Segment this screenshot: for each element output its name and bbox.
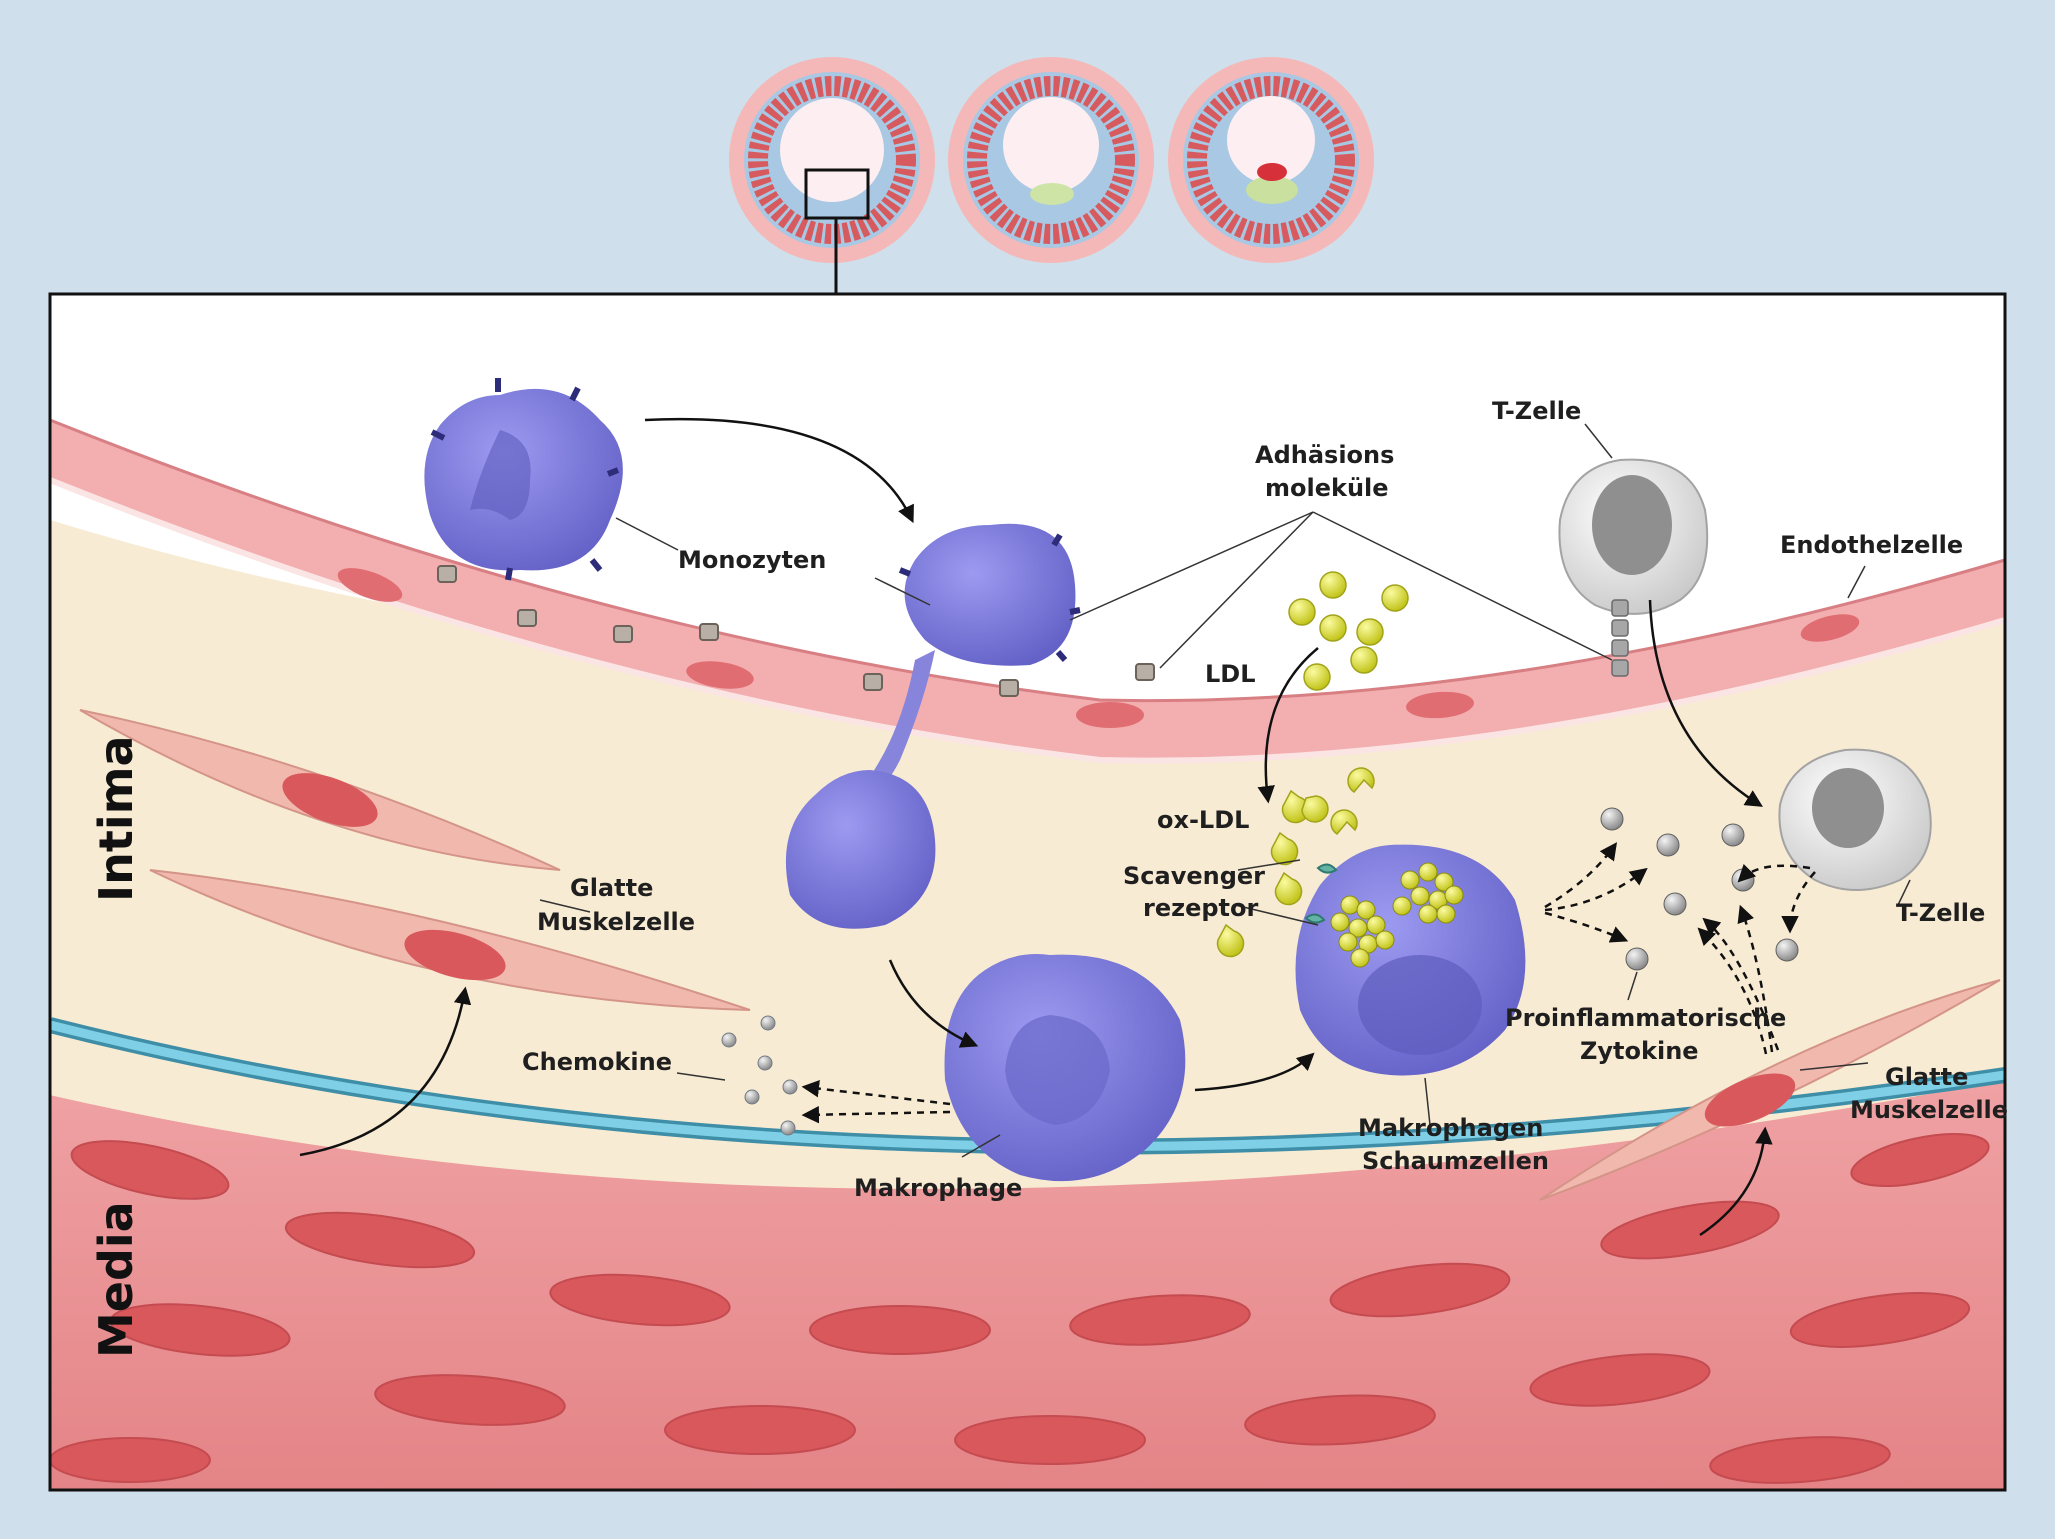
media-smooth-muscle-cells — [50, 1133, 1990, 1484]
label-ldl: LDL — [1205, 660, 1256, 688]
ldl-particles — [1288, 571, 1409, 691]
adhesion-molecules — [437, 565, 1155, 697]
label-scavenger-line1: Scavenger — [1123, 862, 1265, 890]
label-t-cell-top: T-Zelle — [1492, 397, 1581, 425]
leader-lines — [539, 423, 1911, 1158]
monocyte-circulating — [424, 378, 623, 581]
intima-smooth-muscle-right — [1539, 979, 2001, 1201]
label-media: Media — [89, 1201, 143, 1358]
cross-section-early-plaque — [948, 57, 1154, 263]
label-smooth-muscle-right-line1: Glatte — [1885, 1063, 1968, 1091]
label-ox-ldl: ox-LDL — [1157, 806, 1249, 834]
label-foam-cells-line1: Makrophagen — [1358, 1114, 1543, 1142]
media-layer — [50, 1060, 2005, 1490]
label-adhesion-line1: Adhäsions — [1255, 441, 1394, 469]
label-scavenger-line2: rezeptor — [1143, 894, 1259, 922]
label-cytokines-line1: Proinflammatorische — [1505, 1004, 1786, 1032]
label-smooth-muscle-left-line1: Glatte — [570, 874, 653, 902]
foam-cell-macrophage — [1295, 844, 1526, 1076]
endothelial-nuclei — [337, 568, 1860, 728]
label-monocytes: Monozyten — [678, 546, 826, 574]
signaling-arrows — [801, 842, 1816, 1124]
label-t-cell-right: T-Zelle — [1896, 899, 1985, 927]
cross-section-healthy — [729, 57, 935, 294]
label-macrophage: Makrophage — [854, 1174, 1022, 1202]
label-intima: Intima — [89, 735, 143, 902]
ox-ldl-particles — [1216, 767, 1375, 958]
chemokine-particles — [721, 1015, 798, 1136]
label-chemokines: Chemokine — [522, 1048, 672, 1076]
label-smooth-muscle-left-line2: Muskelzelle — [537, 908, 695, 936]
label-endothelial-cell: Endothelzelle — [1780, 531, 1963, 559]
main-frame-border — [48, 292, 2007, 1492]
label-adhesion-line2: moleküle — [1265, 474, 1389, 502]
t-cell-adhering — [1558, 458, 1709, 677]
process-arrows — [299, 418, 1773, 1237]
label-cytokines-line2: Zytokine — [1580, 1037, 1699, 1065]
t-cell-intima — [1778, 748, 1932, 891]
macrophage — [944, 954, 1186, 1182]
intima-smooth-muscle-left — [79, 709, 751, 1011]
cross-section-advanced-plaque — [1168, 57, 1374, 263]
monocyte-transmigrating — [785, 523, 1081, 929]
label-foam-cells-line2: Schaumzellen — [1362, 1147, 1549, 1175]
label-smooth-muscle-right-line2: Muskelzelle — [1850, 1096, 2008, 1124]
